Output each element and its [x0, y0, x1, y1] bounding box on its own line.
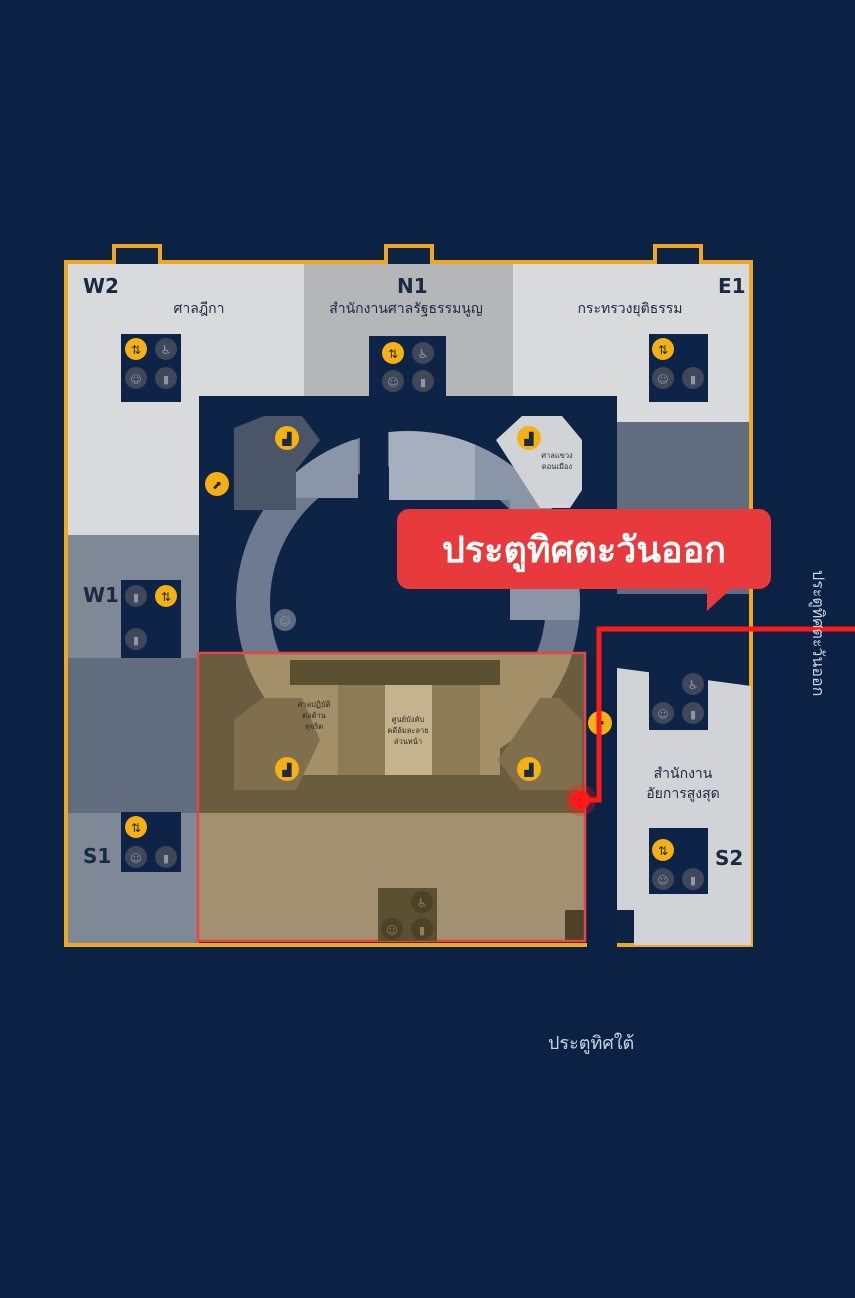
- wing-w2: [68, 264, 304, 535]
- stairs-icon: ▟: [275, 757, 299, 781]
- enforcement-center-line1: ศูนย์บังคับ: [392, 715, 425, 724]
- svg-text:▟: ▟: [523, 431, 534, 446]
- svg-text:☺: ☺: [387, 376, 398, 389]
- elevator-icon: ⇅: [652, 338, 674, 360]
- svg-text:☺: ☺: [657, 874, 668, 887]
- svg-text:⇅: ⇅: [131, 821, 141, 835]
- svg-text:▮: ▮: [690, 874, 696, 887]
- svg-text:▮: ▮: [133, 591, 139, 604]
- svg-text:▟: ▟: [281, 431, 292, 446]
- location-marker: [570, 790, 590, 810]
- elevator-icon: ⇅: [125, 338, 147, 360]
- elevator-icon: ⇅: [125, 816, 147, 838]
- svg-text:⇅: ⇅: [161, 590, 171, 604]
- zone-s2: S2: [715, 846, 743, 870]
- stairs-icon: ▟: [517, 757, 541, 781]
- south-gate-label: ประตูทิศใต้: [548, 1033, 635, 1054]
- svg-text:☺: ☺: [130, 373, 141, 386]
- svg-text:♿: ♿: [688, 678, 699, 692]
- svg-text:▮: ▮: [163, 373, 169, 386]
- enforcement-center-line3: ส่วนหน้า: [394, 737, 422, 746]
- elevator-icon: ⇅: [652, 839, 674, 861]
- building-constitutional-court-office: สำนักงานศาลรัฐธรรมนูญ: [329, 301, 483, 317]
- svg-text:▟: ▟: [281, 762, 292, 777]
- emergency-exit-icon: ▮: [411, 918, 433, 940]
- escalator-icon: ⬈: [205, 472, 229, 496]
- svg-text:▮: ▮: [163, 852, 169, 865]
- elevator-icon: ⇅: [382, 342, 404, 364]
- zone-s1: S1: [83, 844, 111, 868]
- donmueang-court-line2: ดอนเมือง: [542, 462, 573, 471]
- anti-corruption-court-line2: ต่อต้าน: [302, 711, 326, 720]
- stairs-icon: ▟: [275, 426, 299, 450]
- svg-text:▮: ▮: [420, 376, 426, 389]
- restroom-icon: ☺: [381, 918, 403, 940]
- wheelchair-icon: ♿: [155, 338, 177, 360]
- east-gap: [587, 658, 617, 948]
- svg-text:☺: ☺: [130, 852, 141, 865]
- elevator-icon: ⇅: [155, 585, 177, 607]
- callout-pointer: [707, 587, 733, 611]
- zone-e1: E1: [718, 274, 746, 298]
- facility-panel-n1: [369, 336, 446, 396]
- restroom-icon: ☺: [274, 609, 296, 631]
- svg-text:☺: ☺: [657, 373, 668, 386]
- building-attorney-general-line2: อัยการสูงสุด: [646, 786, 720, 802]
- emergency-exit-icon: ▮: [125, 585, 147, 607]
- svg-text:⇅: ⇅: [658, 343, 668, 357]
- emergency-exit-icon: ▮: [682, 367, 704, 389]
- emergency-exit-icon: ▮: [155, 367, 177, 389]
- emergency-exit-icon: ▮: [125, 628, 147, 650]
- restroom-icon: ☺: [652, 702, 674, 724]
- emergency-exit-icon: ▮: [155, 846, 177, 868]
- svg-text:☺: ☺: [386, 924, 397, 937]
- svg-text:♿: ♿: [417, 896, 428, 910]
- zone-n1: N1: [397, 274, 428, 298]
- svg-text:⇅: ⇅: [131, 343, 141, 357]
- svg-text:⇅: ⇅: [658, 844, 668, 858]
- emergency-exit-icon: ▮: [682, 702, 704, 724]
- svg-text:▟: ▟: [523, 762, 534, 777]
- wheelchair-icon: ♿: [682, 673, 704, 695]
- svg-text:▮: ▮: [690, 708, 696, 721]
- svg-text:♿: ♿: [161, 343, 172, 357]
- restroom-icon: ☺: [382, 370, 404, 392]
- svg-text:☺: ☺: [279, 615, 290, 628]
- svg-text:⬈: ⬈: [212, 478, 222, 492]
- restroom-icon: ☺: [652, 868, 674, 890]
- east-gate-label: ประตูทิศตะวันออก: [809, 570, 828, 697]
- wheelchair-icon: ♿: [411, 891, 433, 913]
- svg-text:▮: ▮: [133, 634, 139, 647]
- anti-corruption-court-line3: ทุจริต: [305, 722, 323, 731]
- restroom-icon: ☺: [125, 367, 147, 389]
- svg-text:▮: ▮: [419, 924, 425, 937]
- restroom-icon: ☺: [125, 846, 147, 868]
- zone-w2: W2: [83, 274, 119, 298]
- east-gate-callout: ประตูทิศตะวันออก: [397, 509, 771, 589]
- svg-text:♿: ♿: [418, 347, 429, 361]
- emergency-exit-icon: ▮: [412, 370, 434, 392]
- west-hall: [68, 658, 199, 813]
- svg-text:☺: ☺: [657, 708, 668, 721]
- wheelchair-icon: ♿: [412, 342, 434, 364]
- enforcement-center-line2: คดีล้มละลาย: [387, 726, 428, 735]
- building-ministry-of-justice: กระทรวงยุติธรรม: [577, 301, 682, 317]
- emergency-exit-icon: ▮: [682, 868, 704, 890]
- stairs-icon: ▟: [517, 426, 541, 450]
- restroom-icon: ☺: [652, 367, 674, 389]
- svg-text:⇅: ⇅: [388, 347, 398, 361]
- anti-corruption-court-line1: ศาลปฏิบัติ: [298, 700, 331, 709]
- building-supreme-court: ศาลฎีกา: [173, 301, 224, 317]
- svg-text:▮: ▮: [690, 373, 696, 386]
- building-attorney-general-line1: สำนักงาน: [654, 766, 713, 782]
- zone-w1: W1: [83, 583, 119, 607]
- donmueang-court-line1: ศาลแขวง: [541, 451, 573, 460]
